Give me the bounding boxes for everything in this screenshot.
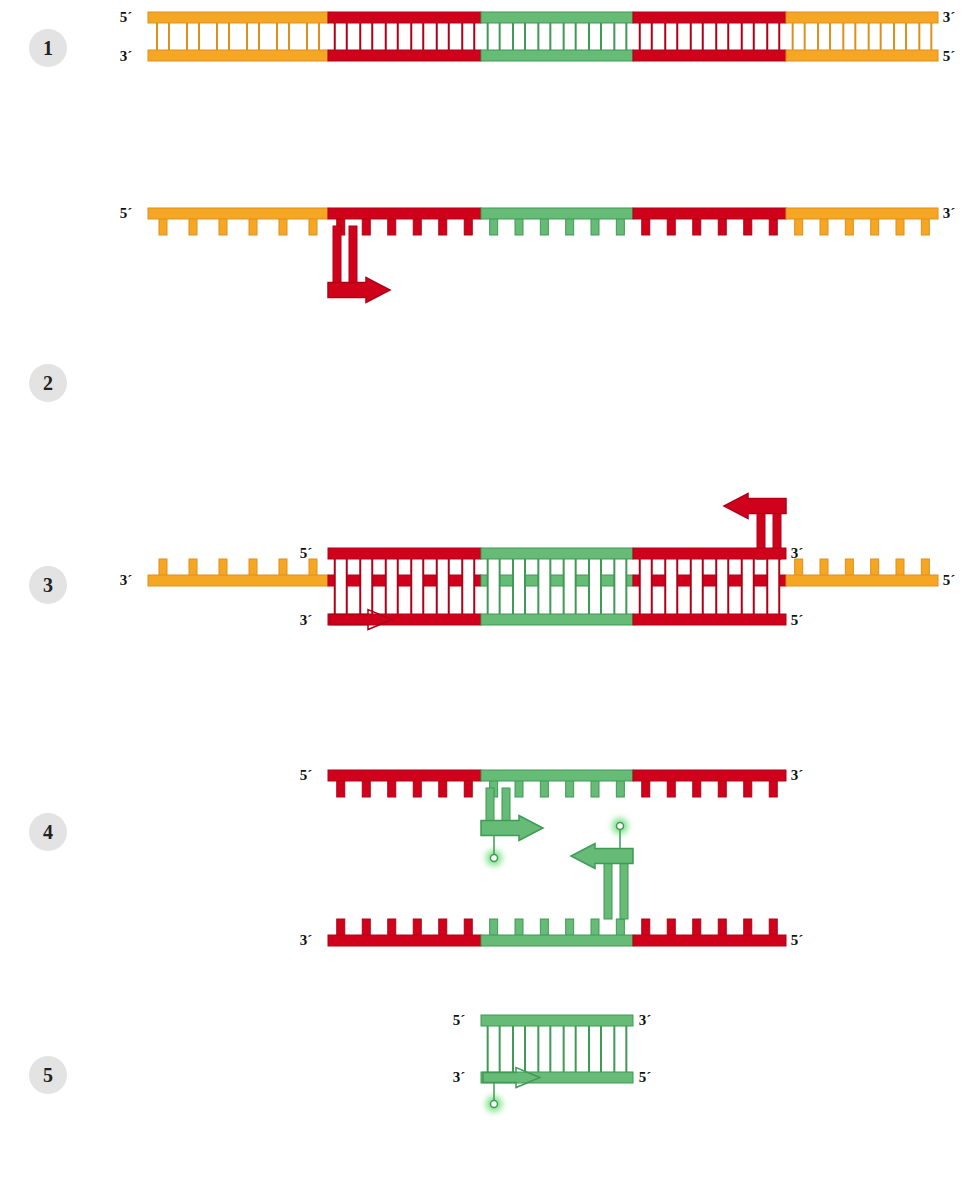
strand-end-label: 3´ [639,1013,652,1028]
strand-end-label: 5´ [300,768,313,783]
new-strand-arrow [330,610,392,630]
dna-duplex [148,12,938,61]
primer [571,844,633,920]
step-number-text: 4 [43,822,53,842]
step-number-text: 2 [43,373,53,393]
step-number: 4 [29,813,67,851]
strand-end-label: 3´ [943,10,956,25]
dna-strand [328,919,786,946]
strand-end-label: 5´ [943,49,956,64]
strand-end-label: 3´ [791,768,804,783]
fluorescent-marker [486,836,502,866]
strand-end-label: 5´ [120,10,133,25]
fluorescent-marker [612,818,628,848]
strand-end-label: 5´ [453,1013,466,1028]
strand-end-label: 5´ [300,546,313,561]
strand-end-label: 3´ [943,206,956,221]
strand-end-label: 3´ [791,546,804,561]
step-number: 1 [29,29,67,67]
strand-end-label: 3´ [120,49,133,64]
dna-duplex [328,548,786,625]
strand-end-label: 5´ [639,1070,652,1085]
dna-strand [328,770,786,797]
strand-end-label: 3´ [300,613,313,628]
fluorescent-marker [486,1083,502,1112]
step-number: 2 [29,364,67,402]
strand-end-label: 3´ [120,573,133,588]
strand-end-label: 5´ [791,933,804,948]
strand-end-label: 5´ [791,613,804,628]
step-number: 3 [29,566,67,604]
primer [328,226,390,303]
step-number-text: 5 [43,1065,53,1085]
strand-end-label: 3´ [453,1070,466,1085]
primer [481,788,543,841]
step-number-text: 3 [43,575,53,595]
dna-strand [148,208,938,235]
strand-end-label: 5´ [120,206,133,221]
strand-end-label: 3´ [300,933,313,948]
step-number-text: 1 [43,38,53,58]
new-strand-arrow [483,1068,540,1088]
step-number: 5 [29,1056,67,1094]
strand-end-label: 5´ [943,573,956,588]
